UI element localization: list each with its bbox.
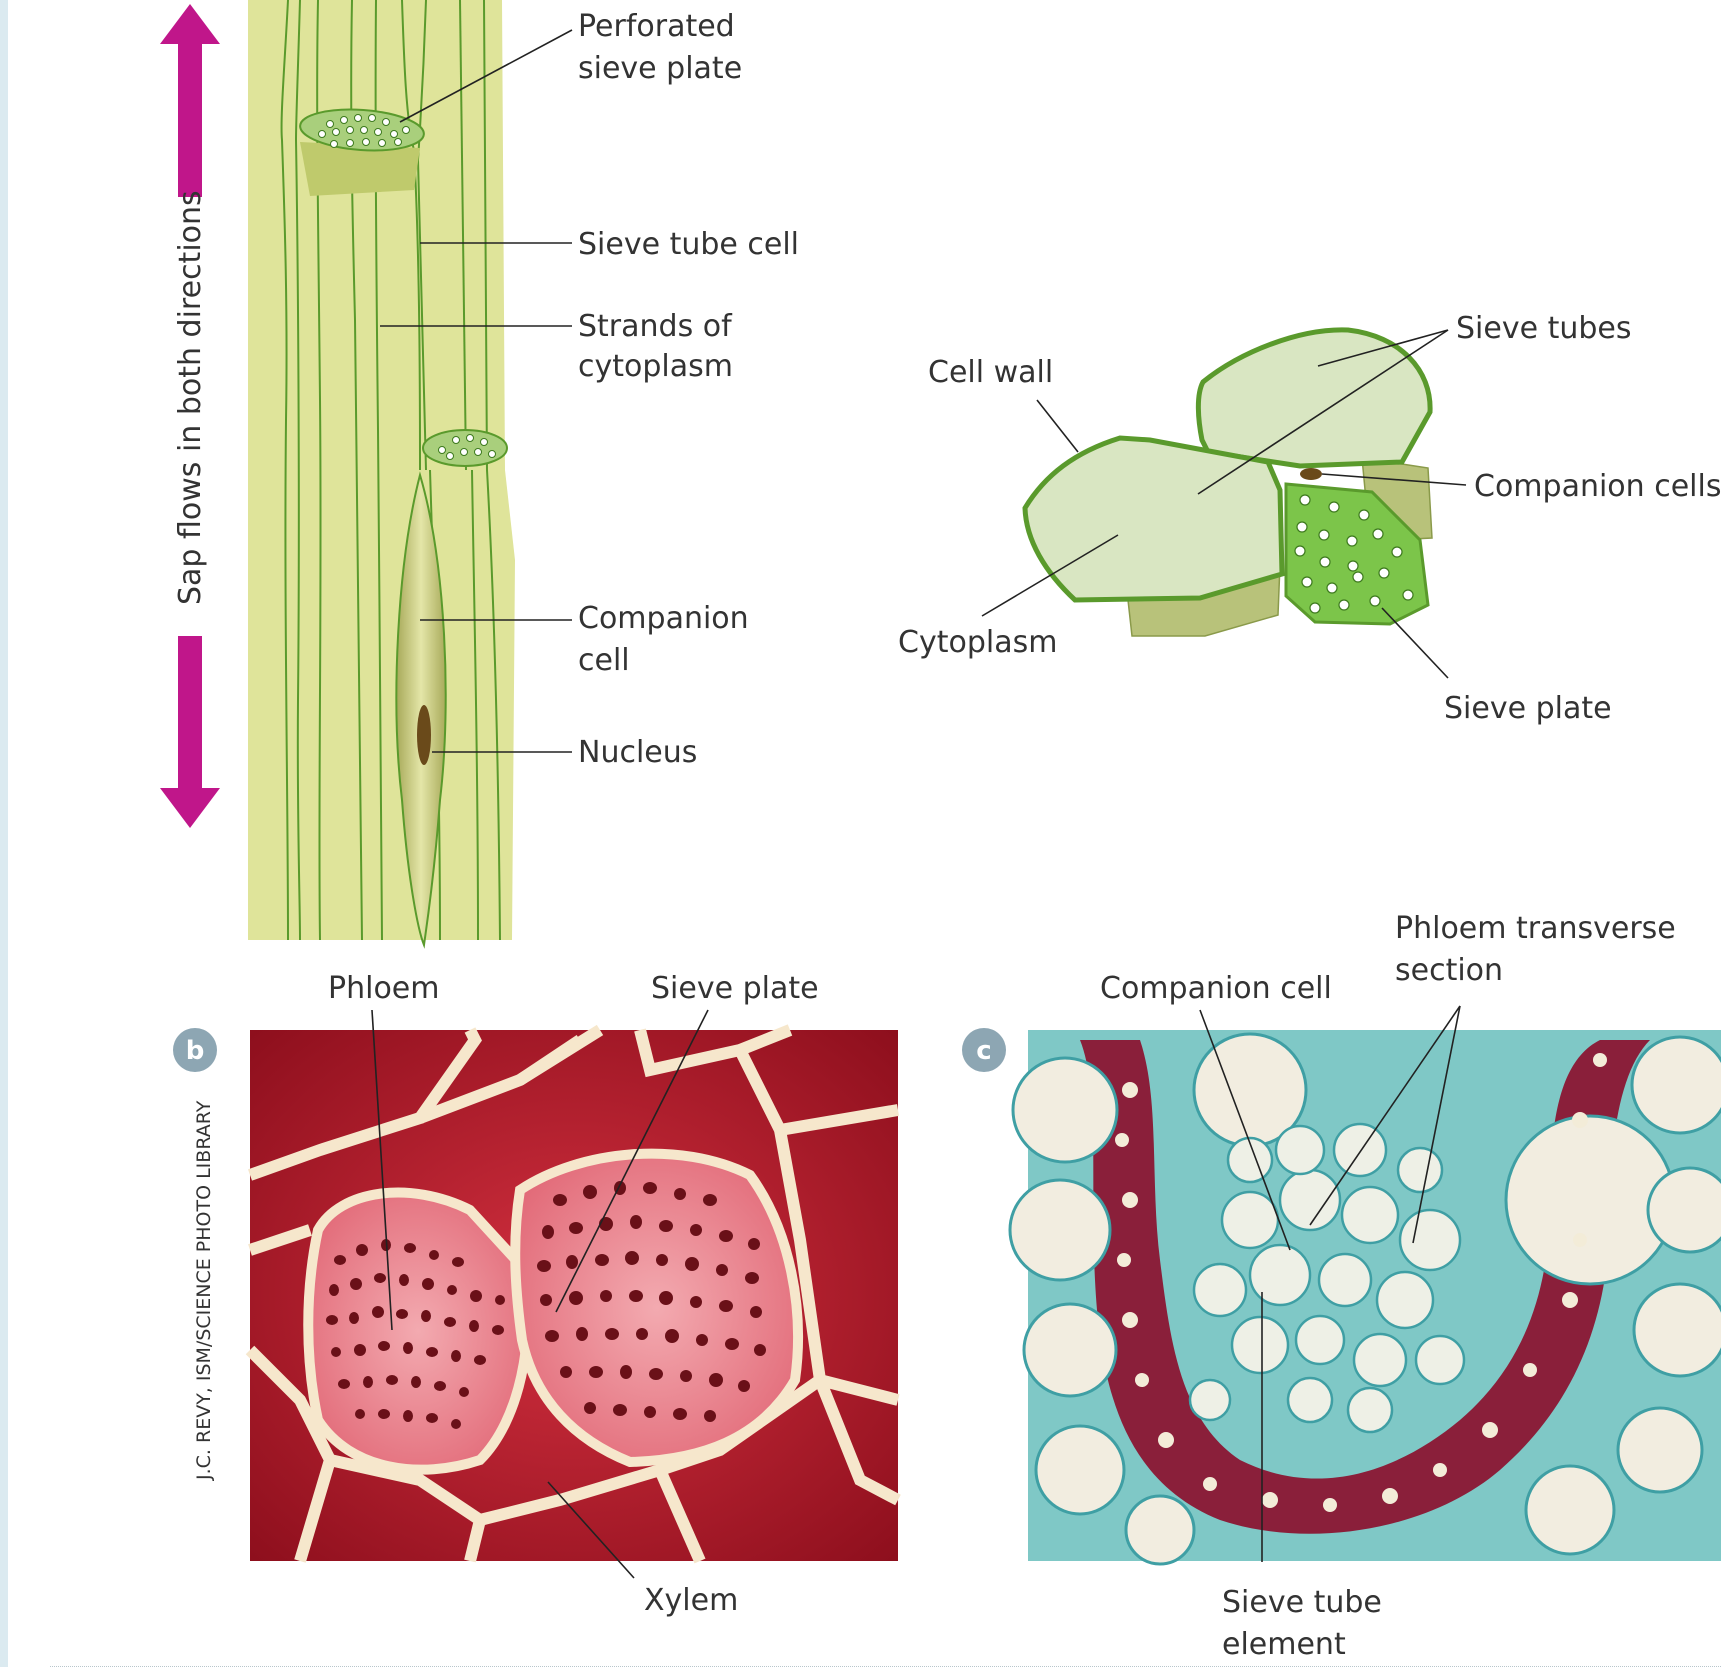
cross-section-diagram <box>1022 327 1433 637</box>
leader-sieve-plate <box>1381 607 1449 679</box>
label-phloem: Phloem <box>328 971 439 1006</box>
nucleus-shape <box>417 705 431 765</box>
label-companion-cell: Companion cell <box>578 601 758 678</box>
leader-cell-wall <box>1036 399 1079 453</box>
label-sieve-tube-element: Sieve tube element <box>1222 1585 1391 1662</box>
label-cell-wall: Cell wall <box>928 355 1053 390</box>
leader-companion-cell-c <box>1199 1009 1291 1251</box>
micrograph-c: c <box>962 1028 1721 1566</box>
sieve-tube-longitudinal <box>248 0 515 949</box>
phloem-cells <box>1188 1122 1466 1434</box>
sieve-tube-left <box>1022 435 1285 603</box>
badge-c <box>962 1028 1006 1072</box>
leader-phloem <box>371 1009 393 1331</box>
label-sieve-plate-b: Sieve plate <box>651 971 819 1006</box>
arrow-down-icon <box>160 636 220 828</box>
label-perforated-sieve-plate: Perforated sieve plate <box>578 9 744 86</box>
label-nucleus: Nucleus <box>578 735 697 770</box>
leader-sieve-plate-b <box>555 1009 709 1313</box>
label-phloem-transverse-section: Phloem transverse section <box>1395 911 1685 988</box>
leader-sieve-tubes-2 <box>1197 329 1449 495</box>
perforated-sieve-plate-top <box>299 108 425 196</box>
leader-phloem-ts-2 <box>1412 1005 1461 1244</box>
companion-nucleus <box>1300 468 1322 480</box>
label-strands-of-cytoplasm: Strands of cytoplasm <box>578 309 741 384</box>
parenchyma-cells <box>1008 1032 1721 1566</box>
leader-perforated <box>399 29 573 123</box>
xylem-ring <box>1080 1040 1650 1534</box>
label-companion-cells: Companion cells <box>1474 469 1721 504</box>
arrow-up-icon <box>160 4 220 197</box>
sieve-plate-pores <box>1294 494 1414 614</box>
micrograph-b-cell-walls <box>245 1024 901 1564</box>
badge-b <box>173 1028 217 1072</box>
sieve-plate-cell <box>1284 482 1430 626</box>
leader-xylem <box>547 1481 635 1579</box>
panel-b-labels: Phloem Sieve plate Xylem <box>328 971 819 1618</box>
sieve-tube-body <box>248 0 515 940</box>
sap-flow-arrow: Sap flows in both directions <box>160 4 220 828</box>
photo-credit: J.C. REVY, ISM/SCIENCE PHOTO LIBRARY <box>193 1100 215 1481</box>
leader-companion-cells <box>1321 473 1467 486</box>
panel-c-labels: Companion cell Phloem transverse section… <box>1100 911 1685 1662</box>
leader-sieve-tubes-1 <box>1317 329 1449 367</box>
sieve-tube-upper <box>1195 327 1433 469</box>
leader-cytoplasm <box>981 534 1119 617</box>
label-xylem: Xylem <box>644 1583 738 1618</box>
cross-section-labels: Sieve tubes Cell wall Companion cells Cy… <box>898 311 1721 726</box>
panel-a-labels: Perforated sieve plate Sieve tube cell S… <box>380 9 799 770</box>
micrograph-b: b J.C. REVY, ISM/SCIENCE PHOTO LIBRARY <box>173 1024 901 1564</box>
label-sieve-tubes: Sieve tubes <box>1456 311 1632 346</box>
label-companion-cell-c: Companion cell <box>1100 971 1332 1006</box>
label-sieve-plate-diagram: Sieve plate <box>1444 691 1612 726</box>
sieve-plate-pores-photo <box>326 1181 766 1429</box>
sieve-plate-left <box>303 1187 533 1475</box>
badge-b-letter: b <box>186 1036 205 1066</box>
arrow-label: Sap flows in both directions <box>173 190 208 605</box>
left-margin-strip <box>0 0 8 1667</box>
perforated-sieve-plate-lower <box>422 429 508 467</box>
leader-phloem-ts-1 <box>1309 1005 1461 1226</box>
badge-c-letter: c <box>976 1036 991 1066</box>
xylem-vessels <box>1115 1053 1607 1512</box>
label-cytoplasm: Cytoplasm <box>898 625 1057 660</box>
label-sieve-tube-cell: Sieve tube cell <box>578 227 799 262</box>
